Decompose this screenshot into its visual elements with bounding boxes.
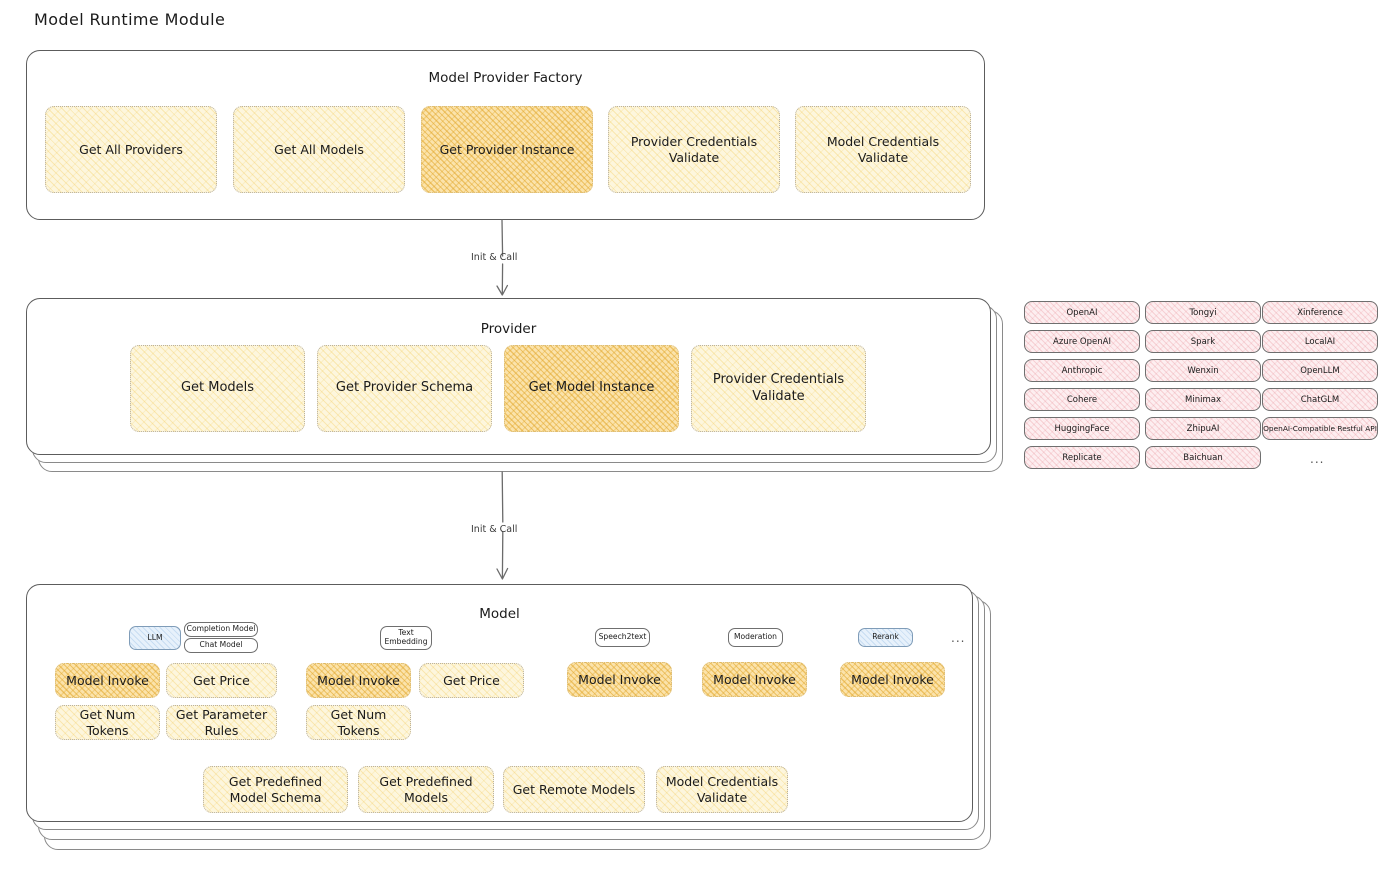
factory-node-model-credentials-validate[interactable]: Model Credentials Validate [795, 106, 971, 193]
model-method-text-embedding-get-price[interactable]: Get Price [419, 663, 524, 698]
factory-node-provider-credentials-validate[interactable]: Provider Credentials Validate [608, 106, 780, 193]
provider-chip-replicate[interactable]: Replicate [1024, 446, 1140, 469]
provider-chip-wenxin[interactable]: Wenxin [1145, 359, 1261, 382]
provider-node-get-provider-schema[interactable]: Get Provider Schema [317, 345, 492, 432]
page-title: Model Runtime Module [34, 10, 226, 29]
factory-node-get-provider-instance[interactable]: Get Provider Instance [421, 106, 593, 193]
provider-chip-openllm[interactable]: OpenLLM [1262, 359, 1378, 382]
model-type-badge-text-embedding[interactable]: Text Embedding [380, 626, 432, 650]
connector-provider-to-model [480, 471, 540, 584]
provider-chip-localai[interactable]: LocalAI [1262, 330, 1378, 353]
provider-chip-anthropic[interactable]: Anthropic [1024, 359, 1140, 382]
model-common-method-model-credentials-validate[interactable]: Model Credentials Validate [656, 766, 788, 813]
provider-chip-minimax[interactable]: Minimax [1145, 388, 1261, 411]
provider-chip-zhipuai[interactable]: ZhipuAI [1145, 417, 1261, 440]
model-subtype-badge-chat-model[interactable]: Chat Model [184, 638, 258, 653]
provider-chip-openai[interactable]: OpenAI [1024, 301, 1140, 324]
provider-chip-huggingface[interactable]: HuggingFace [1024, 417, 1140, 440]
model-method-text-embedding-get-num-tokens[interactable]: Get Num Tokens [306, 705, 411, 740]
model-type-badge-llm[interactable]: LLM [129, 626, 181, 650]
model-method-moderation-model-invoke[interactable]: Model Invoke [702, 662, 807, 697]
model-type-badge-speech2text[interactable]: Speech2text [595, 628, 650, 647]
model-method-llm-get-parameter-rules[interactable]: Get Parameter Rules [166, 705, 277, 740]
model-method-llm-model-invoke[interactable]: Model Invoke [55, 663, 160, 698]
model-type-badge-moderation[interactable]: Moderation [728, 628, 783, 647]
provider-chip-spark[interactable]: Spark [1145, 330, 1261, 353]
factory-node-get-all-models[interactable]: Get All Models [233, 106, 405, 193]
model-method-llm-get-num-tokens[interactable]: Get Num Tokens [55, 705, 160, 740]
connector-factory-to-provider-label: Init & Call [471, 252, 518, 263]
model-common-method-get-predefined-model-schema[interactable]: Get Predefined Model Schema [203, 766, 348, 813]
model-type-badge-rerank[interactable]: Rerank [858, 628, 913, 647]
model-method-text-embedding-model-invoke[interactable]: Model Invoke [306, 663, 411, 698]
provider-node-provider-credentials-validate[interactable]: Provider Credentials Validate [691, 345, 866, 432]
model-method-rerank-model-invoke[interactable]: Model Invoke [840, 662, 945, 697]
provider-chip-cohere[interactable]: Cohere [1024, 388, 1140, 411]
provider-chip-xinference[interactable]: Xinference [1262, 301, 1378, 324]
provider-chip-openai-compatible-restful-api[interactable]: OpenAI-Compatible Restful API [1262, 417, 1378, 440]
model-title: Model [479, 606, 520, 622]
provider-chip-chatglm[interactable]: ChatGLM [1262, 388, 1378, 411]
factory-node-get-all-providers[interactable]: Get All Providers [45, 106, 217, 193]
connector-factory-to-provider [480, 219, 540, 300]
model-types-ellipsis: ... [951, 631, 966, 645]
model-method-speech2text-model-invoke[interactable]: Model Invoke [567, 662, 672, 697]
model-subtype-badge-completion-model[interactable]: Completion Model [184, 622, 258, 637]
provider-chip-baichuan[interactable]: Baichuan [1145, 446, 1261, 469]
provider-node-get-models[interactable]: Get Models [130, 345, 305, 432]
model-common-method-get-predefined-models[interactable]: Get Predefined Models [358, 766, 494, 813]
model-provider-factory-title: Model Provider Factory [428, 70, 583, 86]
provider-chip-azure-openai[interactable]: Azure OpenAI [1024, 330, 1140, 353]
connector-provider-to-model-label: Init & Call [471, 524, 518, 535]
model-common-method-get-remote-models[interactable]: Get Remote Models [503, 766, 645, 813]
model-method-llm-get-price[interactable]: Get Price [166, 663, 277, 698]
provider-list-ellipsis: ... [1310, 452, 1325, 466]
provider-chip-tongyi[interactable]: Tongyi [1145, 301, 1261, 324]
provider-node-get-model-instance[interactable]: Get Model Instance [504, 345, 679, 432]
model-container: Model [26, 584, 973, 822]
provider-title: Provider [480, 321, 537, 337]
